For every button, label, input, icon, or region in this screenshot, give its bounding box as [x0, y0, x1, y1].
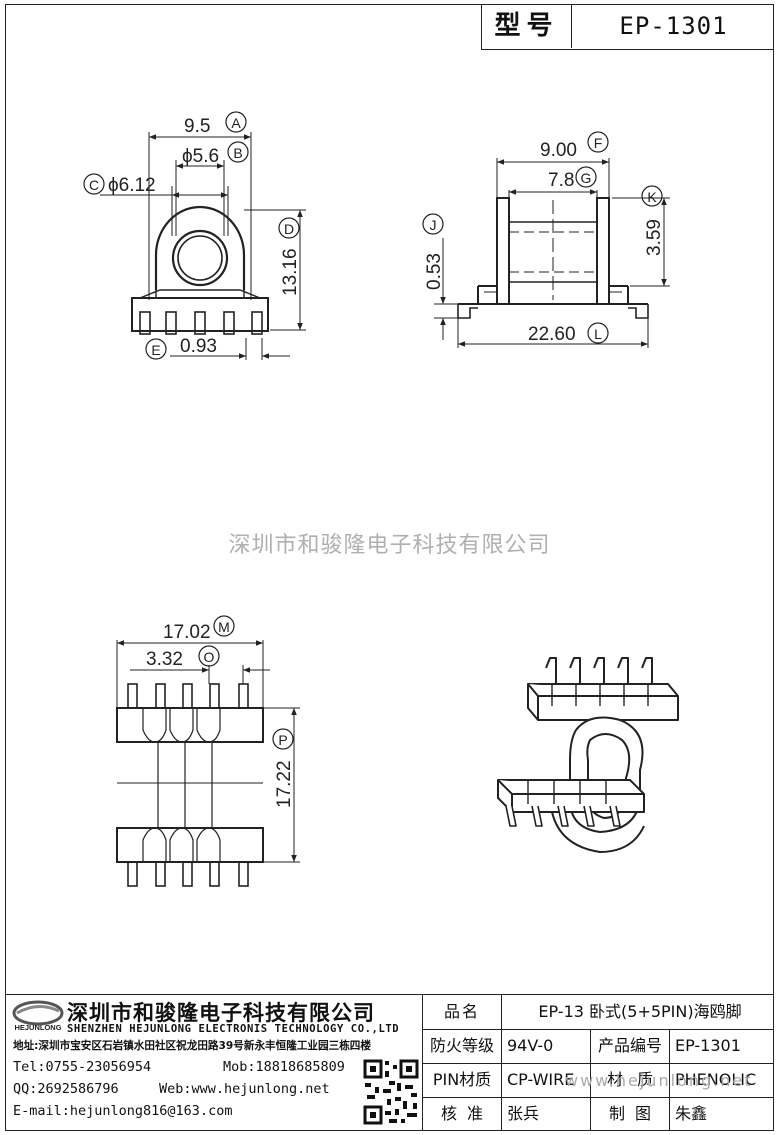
dim-e-value: 0.93 [180, 336, 217, 357]
tag-j: J [430, 217, 437, 233]
fire-rating-value: 94V-0 [507, 1036, 554, 1055]
grid-line [590, 1029, 591, 1130]
tag-e: E [151, 342, 160, 358]
material-label: 材质 [606, 1070, 667, 1089]
tag-o: O [204, 649, 215, 665]
tag-p: P [278, 732, 287, 748]
dim-c-value: ϕ6.12 [108, 175, 156, 196]
model-label: 型号 [482, 4, 572, 48]
isometric-view [497, 657, 679, 853]
model-value: EP-1301 [619, 12, 728, 40]
dim-d-value: 13.16 [280, 248, 301, 296]
contact-qq: QQ:2692586796 [13, 1081, 119, 1097]
approved-label: 核准 [440, 1104, 493, 1123]
tag-d: D [284, 221, 294, 237]
product-name-value: EP-13 卧式(5+5PIN)海鸥脚 [538, 1002, 742, 1021]
pin-material-label: PIN材质 [432, 1070, 492, 1089]
dim-o-value: 3.32 [146, 649, 183, 670]
tag-g: G [581, 170, 592, 186]
dim-p-value: 17.22 [274, 760, 295, 808]
dim-b-value: ϕ5.6 [182, 146, 219, 167]
front-view-labels: 9.5 A ϕ5.6 B C ϕ6.12 D 13.16 E 0.93 [83, 111, 301, 360]
dim-f-value: 9.00 [540, 140, 577, 161]
dim-a-value: 9.5 [184, 116, 210, 137]
front-view [100, 132, 306, 360]
tag-b: B [233, 145, 242, 161]
tag-c: C [89, 177, 99, 193]
contact-web: Web:www.hejunlong.net [159, 1081, 330, 1097]
contact-email: E-mail:hejunlong816@163.com [13, 1103, 233, 1119]
side-view-labels: 9.00 F 7.8 G K 3.59 J 0.53 22.60 L [422, 131, 665, 345]
grid-line [423, 1029, 774, 1030]
grid-line [423, 1097, 774, 1098]
fire-rating-label: 防火等级 [429, 1036, 494, 1055]
approved-value: 张兵 [507, 1104, 540, 1123]
drawn-by-value: 朱鑫 [675, 1104, 708, 1123]
logo-text: HEJUNLONG [14, 1023, 61, 1032]
title-block: HEJUNLONG 深圳市和骏隆电子科技有限公司 SHENZHEN HEJUNL… [5, 994, 774, 1131]
tag-f: F [594, 135, 603, 151]
company-logo: HEJUNLONG [12, 1000, 64, 1032]
tag-k: K [647, 189, 657, 205]
tag-m: M [218, 619, 230, 635]
company-address: 地址:深圳市宝安区石岩镇水田社区祝龙田路39号新永丰恒隆工业园三栋四楼 [13, 1040, 371, 1052]
dim-k-value: 3.59 [644, 219, 665, 256]
contact-mob: Mob:18818685809 [223, 1059, 345, 1075]
dim-m-value: 17.02 [163, 622, 211, 643]
drawing-frame [5, 4, 774, 1131]
bottom-view [116, 640, 300, 887]
tag-a: A [231, 115, 241, 131]
tag-l: L [594, 326, 602, 342]
grid-line [423, 1063, 774, 1064]
product-code-value: EP-1301 [675, 1036, 741, 1055]
drawn-by-label: 制图 [608, 1104, 661, 1123]
material-value: PHENOLIC [675, 1070, 757, 1089]
product-code-label: 产品编号 [597, 1036, 662, 1055]
qr-code [363, 1059, 419, 1125]
product-name-label: 品名 [443, 1002, 480, 1021]
model-box: 型号 EP-1301 [481, 4, 774, 50]
pin-material-value: CP-WIRE [507, 1070, 575, 1089]
side-view [434, 158, 670, 348]
dim-l-value: 22.60 [528, 324, 576, 345]
company-name-en: SHENZHEN HEJUNLONG ELECTRONIS TECHNOLOGY… [67, 1023, 400, 1035]
watermark-company: 深圳市和骏隆电子科技有限公司 [228, 533, 551, 558]
company-info: HEJUNLONG 深圳市和骏隆电子科技有限公司 SHENZHEN HEJUNL… [5, 995, 423, 1130]
contact-tel: Tel:0755-23056954 [13, 1059, 152, 1075]
watermark-url: www.hejunlong.net [565, 1071, 753, 1090]
dim-g-value: 7.8 [548, 170, 574, 191]
grid-line [669, 1029, 670, 1130]
company-name-cn: 深圳市和骏隆电子科技有限公司 [67, 1001, 375, 1025]
grid-line [501, 995, 502, 1130]
bottom-view-labels: 17.02 M 3.32 O P 17.22 [146, 615, 295, 808]
dim-j-value: 0.53 [424, 253, 445, 290]
